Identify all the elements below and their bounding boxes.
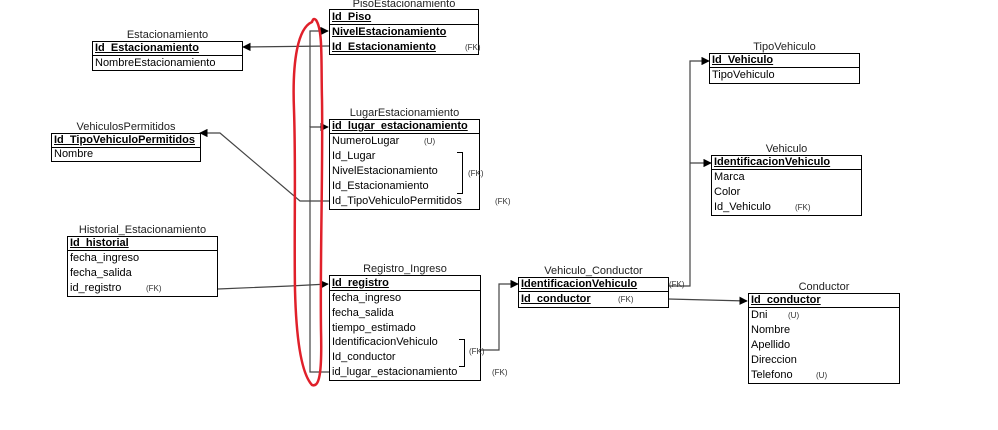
unique-note: (U): [816, 371, 828, 380]
link-registro-vehiculo-conductor: [481, 279, 519, 351]
entity-title: Conductor: [798, 281, 850, 293]
field: TipoVehiculo: [712, 69, 775, 81]
field: NumeroLugar: [332, 135, 400, 147]
entity-title: VehiculosPermitidos: [76, 121, 176, 133]
field: IdentificacionVehiculo: [332, 336, 438, 348]
fk-note: (FK): [469, 347, 485, 356]
field: IdentificacionVehiculo: [714, 156, 831, 168]
entity-conductor[interactable]: Conductor Id_conductor Dni Nombre Apelli…: [748, 281, 900, 384]
fk-note: (FK): [495, 197, 511, 206]
field: Nombre: [54, 148, 94, 160]
entity-lugar-estacionamiento[interactable]: LugarEstacionamiento id_lugar_estacionam…: [329, 107, 511, 210]
field: Id_TipoVehiculoPermitidos: [54, 134, 195, 146]
field: Id_Estacionamiento: [332, 41, 436, 53]
field: Id_Vehiculo: [712, 54, 774, 66]
field: Id_TipoVehiculoPermitidos: [332, 195, 462, 207]
fk-note: (FK): [492, 368, 508, 377]
field: Id_Piso: [332, 11, 372, 23]
fk-note: (FK): [618, 295, 634, 304]
field: IdentificacionVehiculo: [521, 278, 638, 290]
fk-note: (FK): [669, 280, 685, 289]
unique-note: (U): [788, 311, 800, 320]
field: fecha_ingreso: [70, 252, 140, 264]
entity-vehiculo-conductor[interactable]: Vehiculo_Conductor IdentificacionVehicul…: [518, 265, 685, 308]
field: Id_Lugar: [332, 150, 376, 162]
link-piso-estacionamiento: [242, 42, 330, 52]
entity-piso-estacionamiento[interactable]: PisoEstacionamiento Id_Piso NivelEstacio…: [329, 0, 481, 55]
entity-title: PisoEstacionamiento: [352, 0, 456, 10]
field: Id_conductor: [751, 294, 821, 306]
entity-title: Historial_Estacionamiento: [78, 224, 207, 236]
field: Id_conductor: [332, 351, 396, 363]
field: Id_historial: [70, 237, 129, 249]
field: fecha_salida: [70, 267, 132, 279]
field: Id_Estacionamiento: [332, 180, 429, 192]
entity-title: Registro_Ingreso: [363, 263, 447, 275]
field: Id_Vehiculo: [714, 201, 771, 213]
field: fecha_ingreso: [332, 292, 402, 304]
field: id_lugar_estacionamiento: [332, 366, 458, 378]
field: Id_registro: [332, 277, 389, 289]
field: id_lugar_estacionamiento: [332, 120, 468, 132]
field: NivelEstacionamiento: [332, 165, 438, 177]
field: Direccion: [751, 354, 797, 366]
field: NombreEstacionamiento: [95, 57, 216, 69]
entity-tipo-vehiculo[interactable]: TipoVehiculo Id_Vehiculo TipoVehiculo: [709, 41, 860, 84]
fk-note: (FK): [465, 43, 481, 52]
field: NivelEstacionamiento: [332, 26, 447, 38]
field: Nombre: [751, 324, 791, 336]
field: Dni: [751, 309, 768, 321]
unique-note: (U): [424, 137, 436, 146]
fk-note: (FK): [146, 284, 162, 293]
entity-historial-estacionamiento[interactable]: Historial_Estacionamiento Id_historial f…: [67, 224, 218, 297]
field: fecha_salida: [332, 307, 394, 319]
field: Apellido: [751, 339, 791, 351]
link-lugar-vehiculos-permitidos: [199, 128, 329, 202]
link-lugar-piso: [309, 26, 329, 127]
field: Telefono: [751, 369, 793, 381]
field: Id_conductor: [521, 293, 591, 305]
entity-vehiculo[interactable]: Vehiculo IdentificacionVehiculo Marca Co…: [711, 143, 862, 216]
fk-note: (FK): [468, 169, 484, 178]
entity-title: Vehiculo_Conductor: [544, 265, 643, 277]
red-highlight-annotation: [292, 17, 324, 387]
fk-note: (FK): [795, 203, 811, 212]
entity-title: TipoVehiculo: [753, 41, 816, 53]
entity-title: Vehiculo: [765, 143, 808, 155]
entity-vehiculos-permitidos[interactable]: VehiculosPermitidos Id_TipoVehiculoPermi…: [51, 121, 201, 162]
field: Color: [714, 186, 741, 198]
entity-title: Estacionamiento: [126, 29, 209, 41]
link-vc-tipovehiculo: [668, 56, 710, 287]
link-historial-registro: [217, 280, 329, 290]
link-registro-lugar: [309, 122, 329, 373]
field: Id_Estacionamiento: [95, 42, 199, 54]
field: tiempo_estimado: [332, 322, 416, 334]
entity-registro-ingreso[interactable]: Registro_Ingreso Id_registro fecha_ingre…: [329, 263, 508, 381]
entity-title: LugarEstacionamiento: [349, 107, 460, 119]
field: id_registro: [70, 282, 122, 294]
entity-estacionamiento[interactable]: Estacionamiento Id_Estacionamiento Nombr…: [92, 29, 243, 71]
link-vc-conductor: [667, 296, 748, 306]
field: Marca: [714, 171, 745, 183]
